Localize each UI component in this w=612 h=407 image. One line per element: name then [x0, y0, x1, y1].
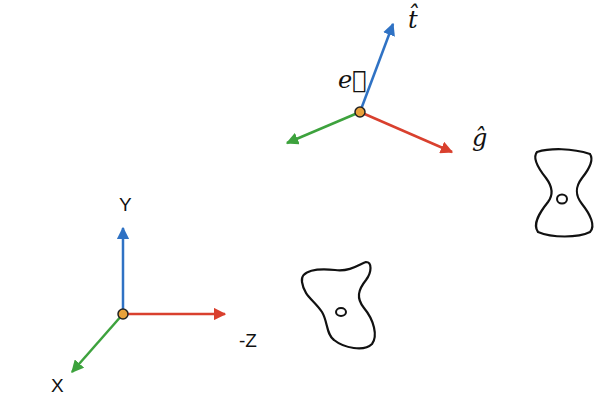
object-hole [336, 308, 346, 316]
x-axis [72, 314, 123, 372]
origin-dot [118, 309, 128, 319]
object-hole [557, 195, 567, 204]
z-axis [123, 313, 225, 316]
object-outline [535, 149, 592, 236]
axis-label: X [51, 376, 64, 395]
axis-label: Y [119, 195, 132, 214]
object-outline [302, 262, 375, 348]
axis-label: -Z [239, 331, 257, 350]
y-axis [122, 228, 125, 314]
camera-dot [355, 107, 365, 117]
vector-label: t̂ [408, 8, 418, 32]
vector-label: e⃗ [338, 68, 367, 92]
vector-label: ĝ [472, 126, 487, 150]
side-axis [287, 112, 360, 143]
gaze-axis [360, 112, 452, 152]
